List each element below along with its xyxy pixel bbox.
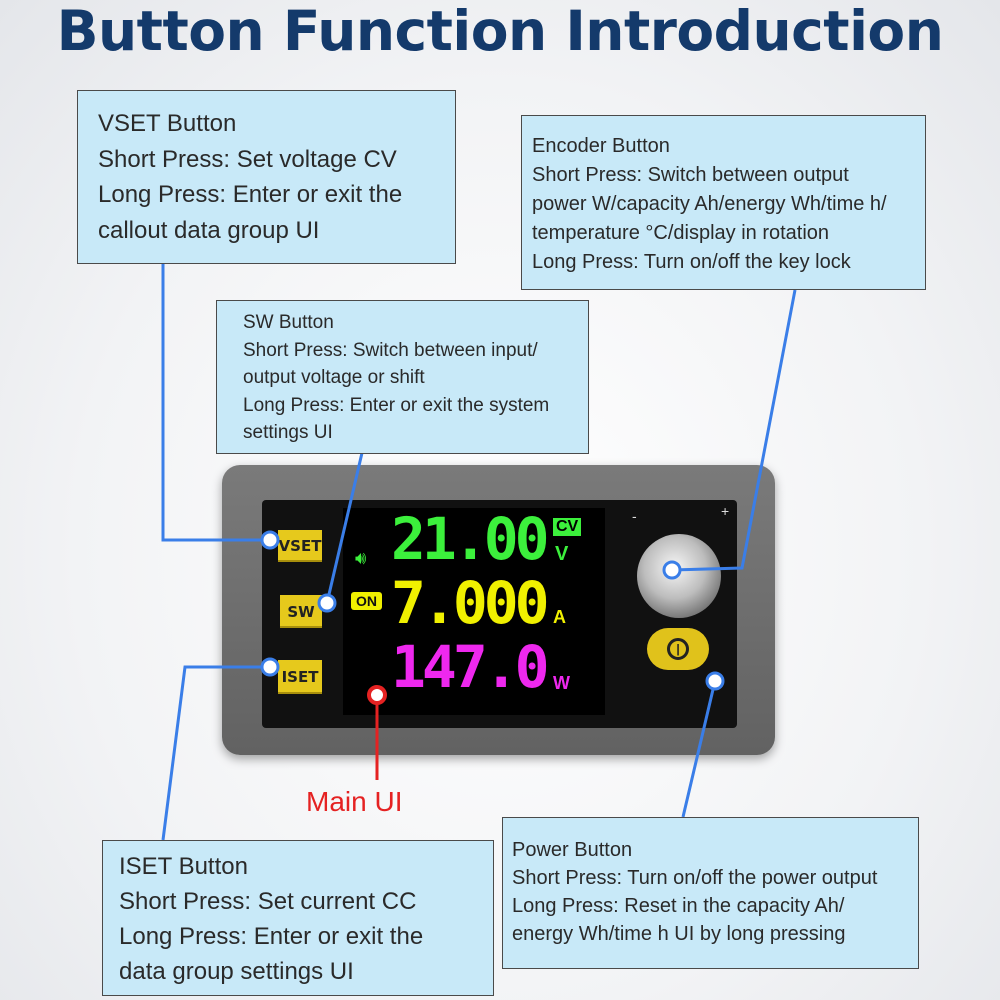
current-readout: 7.000 <box>391 569 550 637</box>
callout-heading: SW Button <box>243 312 334 333</box>
callout-line: Long Press: Enter or exit the system <box>243 394 550 416</box>
vset-button[interactable]: VSET <box>278 530 322 562</box>
callout-line: Long Press: Reset in the capacity Ah/ <box>512 895 845 917</box>
main-ui-screen: 🔊︎ ON 21.00 CV V 7.000 A 147.0 W <box>343 508 605 715</box>
callout-line: Short Press: Switch between input/ <box>243 339 538 361</box>
sw-leader <box>325 439 367 604</box>
vset-callout: VSET Button Short Press: Set voltage CV … <box>77 90 456 264</box>
callout-line: settings UI <box>243 422 333 443</box>
callout-line: Long Press: Turn on/off the key lock <box>532 251 851 273</box>
power-supply-module: VSET SW ISET 🔊︎ ON 21.00 CV V 7.000 A 14… <box>222 465 775 755</box>
output-status-badge: ON <box>351 592 382 610</box>
vset-leader-dot <box>260 530 280 550</box>
power-leader-dot <box>705 671 725 691</box>
callout-heading: VSET Button <box>98 110 237 137</box>
callout-heading: ISET Button <box>119 853 248 880</box>
knob-plus-label: + <box>721 503 730 519</box>
callout-line: power W/capacity Ah/energy Wh/time h/ <box>532 193 887 215</box>
callout-line: Long Press: Enter or exit the <box>98 181 403 208</box>
main-ui-leader-dot <box>367 685 387 705</box>
callout-line: Short Press: Set voltage CV <box>98 145 397 173</box>
callout-heading: Encoder Button <box>532 135 670 157</box>
callout-line: Long Press: Enter or exit the <box>119 923 424 950</box>
power-callout: Power Button Short Press: Turn on/off th… <box>502 817 919 969</box>
voltage-unit: V <box>555 543 569 565</box>
current-unit: A <box>553 607 566 627</box>
callout-line: Short Press: Turn on/off the power outpu… <box>512 867 878 889</box>
callout-heading: Power Button <box>512 839 633 861</box>
encoder-leader-dot <box>662 560 682 580</box>
iset-button[interactable]: ISET <box>278 660 322 694</box>
speaker-icon: 🔊︎ <box>355 548 367 568</box>
callout-line: data group settings UI <box>119 958 354 985</box>
callout-line: Short Press: Switch between output <box>532 164 849 186</box>
power-leader <box>681 680 717 818</box>
voltage-readout: 21.00 <box>391 505 550 573</box>
power-button[interactable]: | <box>647 628 709 670</box>
sw-button[interactable]: SW <box>280 595 322 628</box>
main-ui-label: Main UI <box>306 786 403 817</box>
encoder-leader <box>671 289 797 572</box>
encoder-callout: Encoder Button Short Press: Switch betwe… <box>521 115 926 290</box>
callout-line: output voltage or shift <box>243 367 425 388</box>
power-readout: 147.0 <box>391 633 550 701</box>
sw-leader-dot <box>317 593 337 613</box>
callout-line: temperature °C/display in rotation <box>532 222 830 244</box>
knob-minus-label: - <box>632 508 637 524</box>
power-unit: W <box>553 673 570 693</box>
page-title: Button Function Introduction <box>56 0 944 63</box>
callout-line: energy Wh/time h UI by long pressing <box>512 923 846 945</box>
vset-leader <box>161 263 270 542</box>
cv-badge: CV <box>553 518 582 536</box>
callout-line: Short Press: Set current CC <box>119 888 417 915</box>
callout-line: callout data group UI <box>98 216 320 244</box>
iset-callout: ISET Button Short Press: Set current CC … <box>102 840 494 996</box>
iset-leader <box>161 665 270 841</box>
power-icon: | <box>667 638 689 660</box>
iset-leader-dot <box>260 657 280 677</box>
sw-callout: SW Button Short Press: Switch between in… <box>216 300 589 454</box>
